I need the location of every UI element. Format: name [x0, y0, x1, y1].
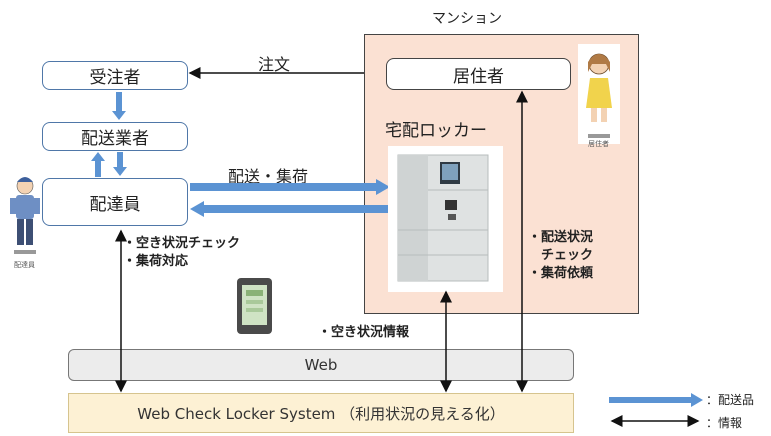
delivery-label: 配送・集荷	[228, 167, 309, 186]
goods-arrow-locker-to-courier	[190, 201, 388, 217]
orderer-label: 受注者	[89, 68, 141, 88]
web-bar: Web	[68, 349, 574, 381]
resident-label: 居住者	[453, 66, 504, 87]
resident-note: ・配送状況 チェック ・集荷依頼	[528, 229, 593, 283]
smartphone-image	[237, 278, 272, 334]
courier-note-line2: ・集荷対応	[123, 254, 189, 269]
availability-note: ・空き状況情報	[318, 325, 410, 340]
goods-arrow-courier-to-locker	[190, 179, 390, 195]
legend-info-label: ：情報	[706, 416, 743, 430]
resident-note-line2: チェック	[541, 248, 594, 263]
goods-arrow-carrier-courier-down	[113, 152, 127, 176]
locker-title: 宅配ロッカー	[385, 121, 487, 141]
courier-caption: 配達員	[14, 261, 35, 269]
resident-box: 居住者	[386, 58, 571, 90]
courier-note: ・空き状況チェック ・集荷対応	[123, 235, 240, 271]
legend-goods-label: ：配送品	[706, 393, 755, 407]
resident-note-line1: ・配送状況	[528, 230, 594, 245]
locker-image	[388, 146, 503, 292]
resident-figure	[578, 44, 620, 144]
system-bar: Web Check Locker System （利用状況の見える化）	[68, 393, 574, 433]
goods-arrow-orderer-carrier	[112, 92, 126, 120]
resident-caption: 居住者	[588, 140, 609, 148]
courier-figure	[10, 177, 40, 254]
courier-label: 配達員	[89, 194, 141, 215]
carrier-label: 配送業者	[81, 129, 149, 149]
order-label: 注文	[258, 55, 291, 74]
resident-note-line3: ・集荷依頼	[528, 266, 594, 281]
mansion-title: マンション	[432, 11, 502, 27]
system-bar-label: Web Check Locker System （利用状況の見える化）	[137, 404, 505, 423]
orderer-box: 受注者	[42, 61, 188, 90]
goods-arrow-courier-carrier-up	[91, 152, 105, 177]
legend-goods-arrow	[609, 393, 703, 407]
courier-note-line1: ・空き状況チェック	[123, 236, 241, 251]
carrier-box: 配送業者	[42, 122, 188, 151]
web-bar-label: Web	[304, 356, 338, 374]
courier-box: 配達員	[42, 178, 188, 226]
